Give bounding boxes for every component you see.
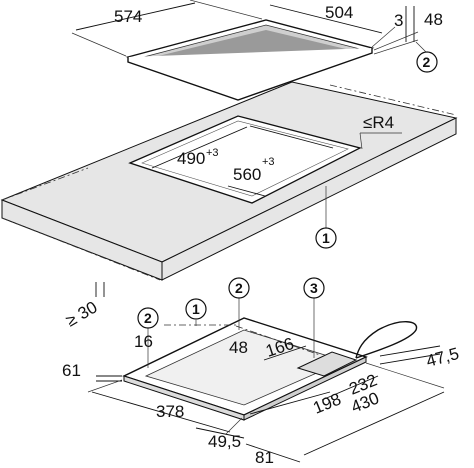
dim-378: 378	[87, 379, 243, 435]
callout-2-bottom-mid: 2	[228, 277, 250, 330]
label-30: ≥ 30	[63, 298, 101, 331]
callout-1-bottom: 1	[185, 298, 207, 326]
dim-3-48: 3 48	[373, 6, 443, 55]
callout-1b-label: 1	[192, 301, 200, 317]
label-48-bottom: 48	[229, 338, 248, 357]
label-560-tol: +3	[262, 156, 275, 168]
label-198: 198	[310, 389, 343, 417]
label-61: 61	[62, 361, 81, 380]
label-3: 3	[394, 11, 403, 30]
dim-574: 574	[71, 0, 263, 57]
callout-1-label: 1	[322, 230, 330, 246]
hob-top-view	[125, 19, 375, 101]
callout-2-label: 2	[423, 54, 431, 70]
dim-504: 504	[269, 3, 396, 48]
label-490: 490	[177, 149, 205, 168]
dim-47-5: 47,5	[379, 344, 461, 371]
cutout	[128, 115, 362, 204]
callout-1-worktop: 1	[315, 186, 337, 249]
label-378: 378	[156, 402, 184, 421]
label-49-5: 49,5	[208, 432, 241, 451]
label-48-top: 48	[424, 10, 443, 29]
label-574: 574	[114, 7, 142, 26]
dim-560: 560 +3	[227, 125, 334, 197]
label-560: 560	[233, 165, 261, 184]
label-504: 504	[325, 3, 353, 22]
dim-30: ≥ 30	[63, 282, 105, 330]
label-16: 16	[134, 332, 153, 351]
dim-radius: ≤R4	[359, 113, 402, 150]
hob-bottom-view	[122, 317, 418, 421]
label-81: 81	[255, 448, 274, 467]
callout-3-bottom: 3	[303, 277, 325, 358]
callout-2-top: 2	[415, 41, 438, 73]
callout-2c-label: 2	[144, 310, 152, 326]
callout-2-bottom-left: 2	[137, 307, 159, 368]
dim-61: 61	[62, 361, 122, 382]
dim-490: 490 +3	[151, 126, 248, 169]
dim-49-5: 49,5	[195, 427, 245, 451]
dim-81: 81	[245, 443, 301, 467]
callout-2b-label: 2	[235, 280, 243, 296]
label-radius: ≤R4	[363, 113, 394, 132]
label-490-tol: +3	[206, 147, 219, 159]
callout-3-label: 3	[310, 280, 318, 296]
